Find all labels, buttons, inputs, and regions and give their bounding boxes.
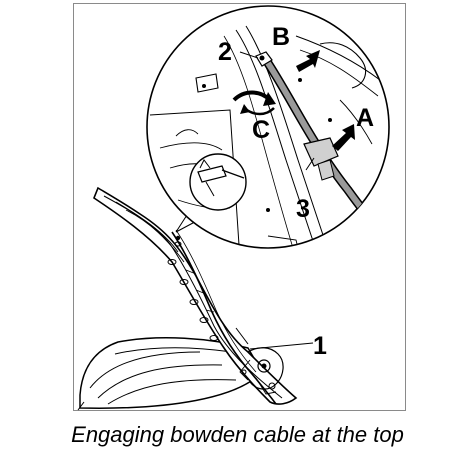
inset-detail	[189, 153, 247, 211]
backrest-frame	[93, 186, 298, 405]
label-c: C	[252, 116, 270, 144]
label-a: A	[356, 104, 374, 132]
leader-3	[305, 157, 315, 171]
figure-caption: Engaging bowden cable at the top	[71, 422, 404, 447]
rotate-arrow-c-icon	[232, 90, 276, 116]
leader-2	[239, 51, 259, 59]
arrow-a-icon	[332, 124, 355, 151]
label-3: 3	[296, 195, 310, 223]
label-b: B	[272, 23, 290, 51]
arrow-b-icon	[296, 50, 320, 72]
label-1: 1	[313, 332, 327, 360]
label-2: 2	[218, 38, 232, 66]
